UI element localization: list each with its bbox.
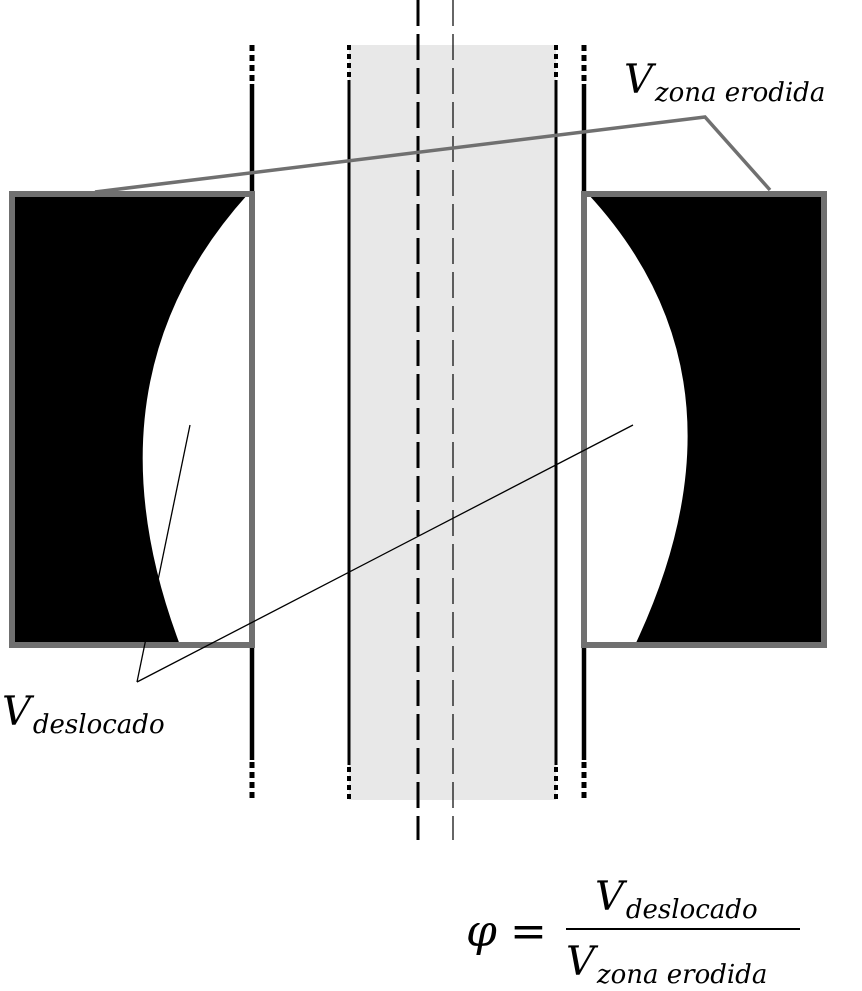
formula-numerator: Vdeslocado	[595, 874, 758, 925]
leader-displaced-right	[136, 424, 634, 683]
eroded-solid-right	[588, 194, 824, 645]
leader-eroded-zone	[94, 115, 772, 194]
eroded-zone-frame-right	[581, 191, 827, 648]
eroded-zone-frame-left	[9, 191, 255, 648]
leader-displaced-left	[136, 424, 191, 683]
eroded-solid-left	[12, 194, 248, 645]
label-displaced: Vdeslocado	[2, 689, 165, 740]
formula-phi: φ	[466, 906, 497, 957]
porosity-formula: φ = Vdeslocado Vzona erodida	[466, 874, 800, 990]
formula-equals: =	[510, 906, 547, 957]
formula-denominator: Vzona erodida	[566, 939, 767, 990]
label-eroded-zone: Vzona erodida	[624, 57, 825, 108]
